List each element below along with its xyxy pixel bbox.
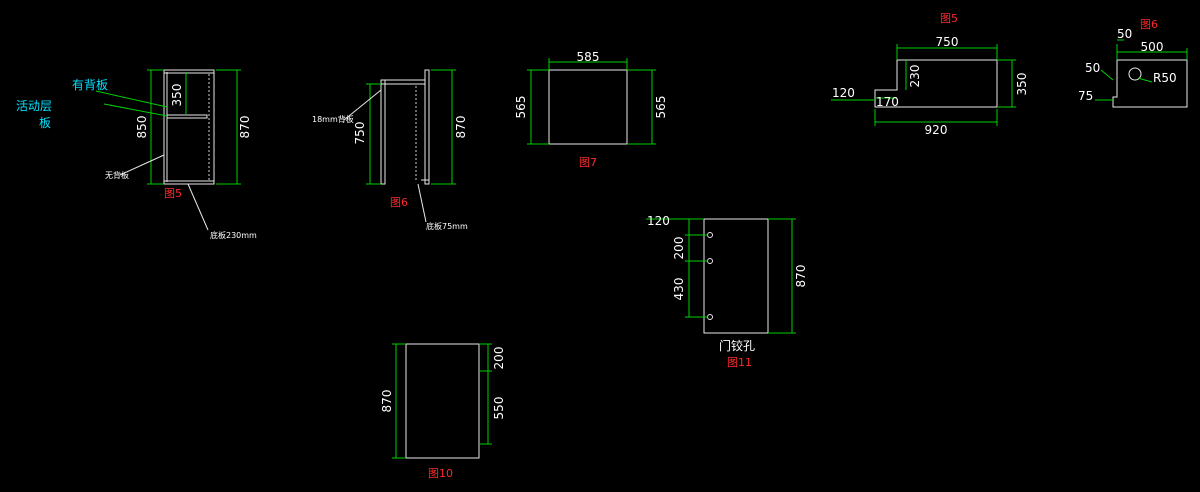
fig6-label-bottom: 底板75mm (426, 221, 468, 231)
fig6-top-hole (1128, 67, 1142, 81)
fig6-top-dim-left-low-text: 75 (1078, 89, 1093, 103)
fig10-caption: 图10 (428, 467, 453, 480)
fig5-top-dim-right-text: 350 (1015, 73, 1029, 96)
fig5-label-bottom: 底板230mm (210, 230, 257, 240)
fig11-door-outline (703, 218, 769, 334)
fig6-top-view: 图6 500 50 50 R50 75 (1078, 18, 1188, 108)
fig5-dim-shelf-text: 350 (170, 84, 184, 107)
fig11-hinge-hole-2 (707, 258, 713, 264)
fig5-top-dim-notch-w-text: 120 (832, 86, 855, 100)
fig6-top-leader-50 (1100, 69, 1114, 81)
fig6-dim-inner-text: 750 (353, 122, 367, 145)
fig7-dim-top-text: 585 (577, 50, 600, 64)
fig6-top-dim-small-text: 50 (1117, 27, 1132, 41)
fig11-dim-height-text: 870 (794, 265, 808, 288)
fig11-hinge-holes: 120 200 430 870 门铰孔 图11 (646, 214, 808, 369)
fig5-label-no-back: 无背板 (105, 170, 129, 180)
fig5-movable-shelf (166, 114, 208, 119)
fig5-caption: 图5 (164, 187, 182, 200)
fig6-top-leader-r50 (1137, 77, 1153, 83)
fig5-leader-back-panel (95, 90, 168, 108)
fig10-dim-top-text: 200 (492, 347, 506, 370)
fig6-leader-back (343, 89, 382, 121)
fig11-dim-top-text: 120 (647, 214, 670, 228)
fig5-cabinet-outline (163, 69, 215, 185)
fig5-top-view: 图5 750 230 350 120 170 920 (831, 12, 1029, 137)
fig5-dim-left-text: 850 (135, 116, 149, 139)
fig5-top-caption: 图5 (940, 12, 958, 25)
fig6-top-dim-radius-text: R50 (1153, 71, 1177, 85)
fig6-left-board (380, 79, 386, 185)
fig10-door-outline (405, 343, 480, 459)
fig6-top-dim-top-text: 500 (1141, 40, 1164, 54)
fig7-caption: 图7 (579, 156, 597, 169)
fig5-leader-shelf (103, 103, 168, 117)
fig5-top-dim-total-text: 920 (925, 123, 948, 137)
fig11-dim-a-text: 200 (672, 237, 686, 260)
fig6-top-dim-left-text: 50 (1085, 61, 1100, 75)
fig6-label-back: 18mm背板 (312, 114, 354, 124)
fig5-label-shelf-line1: 活动层 (16, 99, 52, 113)
fig7-dim-right-text: 565 (654, 96, 668, 119)
fig5-cabinet-front: 850 350 870 有背板 活动层 板 无背板 图5 底板230mm (16, 69, 257, 240)
fig11-label: 门铰孔 (719, 338, 755, 353)
fig11-caption: 图11 (727, 356, 752, 369)
fig11-hinge-hole-3 (707, 314, 713, 320)
fig5-label-back-panel: 有背板 (72, 78, 108, 92)
fig6-back-panel (424, 69, 430, 185)
fig5-label-shelf-line2: 板 (39, 116, 51, 130)
fig6-dim-total-text: 870 (454, 116, 468, 139)
fig5-leader-no-back (119, 154, 165, 176)
fig5-top-dim-top-text: 750 (936, 35, 959, 49)
fig7-dim-left-text: 565 (514, 96, 528, 119)
fig6-side-section: 750 870 18mm背板 图6 底板75mm (312, 69, 468, 231)
fig7-panel-outline (548, 69, 628, 145)
fig6-leader-bottom (417, 183, 427, 223)
fig10-door: 870 200 550 图10 (380, 343, 506, 480)
fig10-dim-mid-text: 550 (492, 397, 506, 420)
fig6-caption: 图6 (390, 196, 408, 209)
fig5-top-dim-notch-h-text: 170 (876, 95, 899, 109)
fig11-dim-b-text: 430 (672, 278, 686, 301)
fig5-leader-bottom (187, 183, 209, 231)
fig7-panel: 585 565 565 图7 (514, 50, 668, 169)
fig6-top-caption: 图6 (1140, 18, 1158, 31)
fig5-dim-total-text: 870 (238, 116, 252, 139)
fig11-hinge-hole-1 (707, 232, 713, 238)
fig5-top-dim-depth-text: 230 (908, 65, 922, 88)
fig10-dim-height-text: 870 (380, 390, 394, 413)
